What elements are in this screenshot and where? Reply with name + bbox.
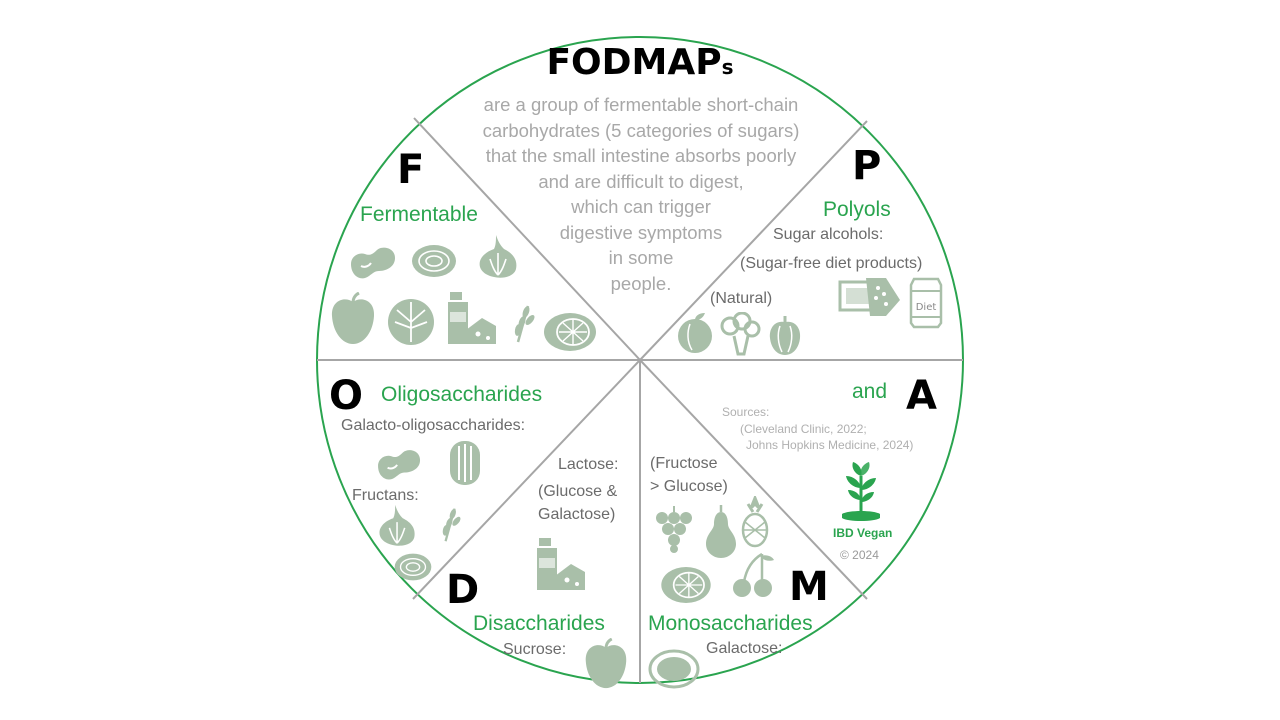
pepper-icon <box>767 314 803 356</box>
description-line: are a group of fermentable short-chain <box>483 94 799 115</box>
letter-a: A <box>906 373 937 419</box>
note-galacto-oligosaccharides: Galacto-oligosaccharides: <box>341 417 526 434</box>
note-fructose-2: > Glucose) <box>650 478 728 495</box>
grapefruit-half-icon <box>648 649 700 689</box>
garlic-icon <box>476 233 522 279</box>
description-line: digestive symptoms <box>559 221 723 243</box>
onion-icon <box>392 552 434 582</box>
broccoli-icon <box>716 312 762 356</box>
grapefruit-icon <box>543 312 597 352</box>
letter-m: M <box>789 564 829 610</box>
sources-line-2: Johns Hopkins Medicine, 2024) <box>746 438 914 452</box>
candy-icon <box>838 274 902 320</box>
divider-upper-left <box>413 117 641 361</box>
letter-p: P <box>852 143 882 189</box>
description-line: carbohydrates (5 categories of sugars) <box>482 119 800 141</box>
divider-upper-right <box>639 120 868 361</box>
category-and: and <box>852 380 888 403</box>
note-galactose: Galactose: <box>706 640 783 657</box>
note-sucrose: Sucrose: <box>503 641 567 658</box>
note-glucose-galactose-2: Galactose) <box>538 506 616 523</box>
pineapple-icon <box>740 496 770 548</box>
description-line: which can trigger <box>571 196 711 217</box>
title-main: FODMAP <box>546 42 722 83</box>
category-polyols: Polyols <box>823 198 891 221</box>
onion-icon <box>410 243 458 279</box>
category-monosaccharides: Monosaccharides <box>648 612 813 635</box>
pea-pod-icon <box>447 438 483 488</box>
milk-cheese-icon <box>532 536 588 592</box>
milk-cheese-icon <box>444 290 498 346</box>
note-sugar-free: (Sugar-free diet products) <box>740 255 923 272</box>
soda-can-icon: Diet <box>908 275 944 329</box>
grapes-icon <box>654 506 694 554</box>
diagram-title: FODMAPs <box>546 45 733 81</box>
divider-lower-right <box>639 359 868 600</box>
title-suffix: s <box>721 55 734 79</box>
apple-icon <box>583 638 629 690</box>
letter-o: O <box>329 373 364 419</box>
description-line: in some <box>608 247 674 268</box>
cabbage-icon <box>386 298 436 346</box>
note-natural: (Natural) <box>710 290 773 307</box>
pear-icon <box>704 504 738 560</box>
note-lactose: Lactose: <box>558 456 619 473</box>
grapefruit-icon <box>660 566 712 604</box>
description-line: and are difficult to digest, <box>538 170 744 192</box>
brand-copyright: © 2024 <box>840 548 879 562</box>
note-glucose-galactose-1: (Glucose & <box>538 483 618 500</box>
description-line: people. <box>610 272 672 294</box>
note-fructans: Fructans: <box>352 487 419 504</box>
cherries-icon <box>730 552 776 598</box>
category-disaccharides: Disaccharides <box>473 612 605 635</box>
sources-label: Sources: <box>722 405 770 419</box>
apple-icon <box>330 292 376 346</box>
note-sugar-alcohols: Sugar alcohols: <box>773 226 884 243</box>
category-oligosaccharides: Oligosaccharides <box>381 383 543 406</box>
description-block: are a group of fermentable short-chain c… <box>483 92 800 296</box>
wheat-icon <box>438 505 464 543</box>
description-line: that the small intestine absorbs poorly <box>485 145 797 166</box>
garlic-icon <box>376 503 420 547</box>
category-fermentable: Fermentable <box>360 203 478 226</box>
beans-icon <box>374 441 426 483</box>
letter-f: F <box>397 147 425 193</box>
letter-d: D <box>446 567 480 613</box>
note-fructose-1: (Fructose <box>650 455 718 472</box>
beans-icon <box>347 238 401 282</box>
plant-logo-icon <box>836 462 886 524</box>
divider-lower-left <box>412 359 641 600</box>
wheat-icon <box>510 302 538 344</box>
sources-line-1: (Cleveland Clinic, 2022; <box>740 422 867 436</box>
soda-can-label: Diet <box>916 302 937 313</box>
peach-icon <box>676 312 714 354</box>
brand-name: IBD Vegan <box>833 526 893 540</box>
